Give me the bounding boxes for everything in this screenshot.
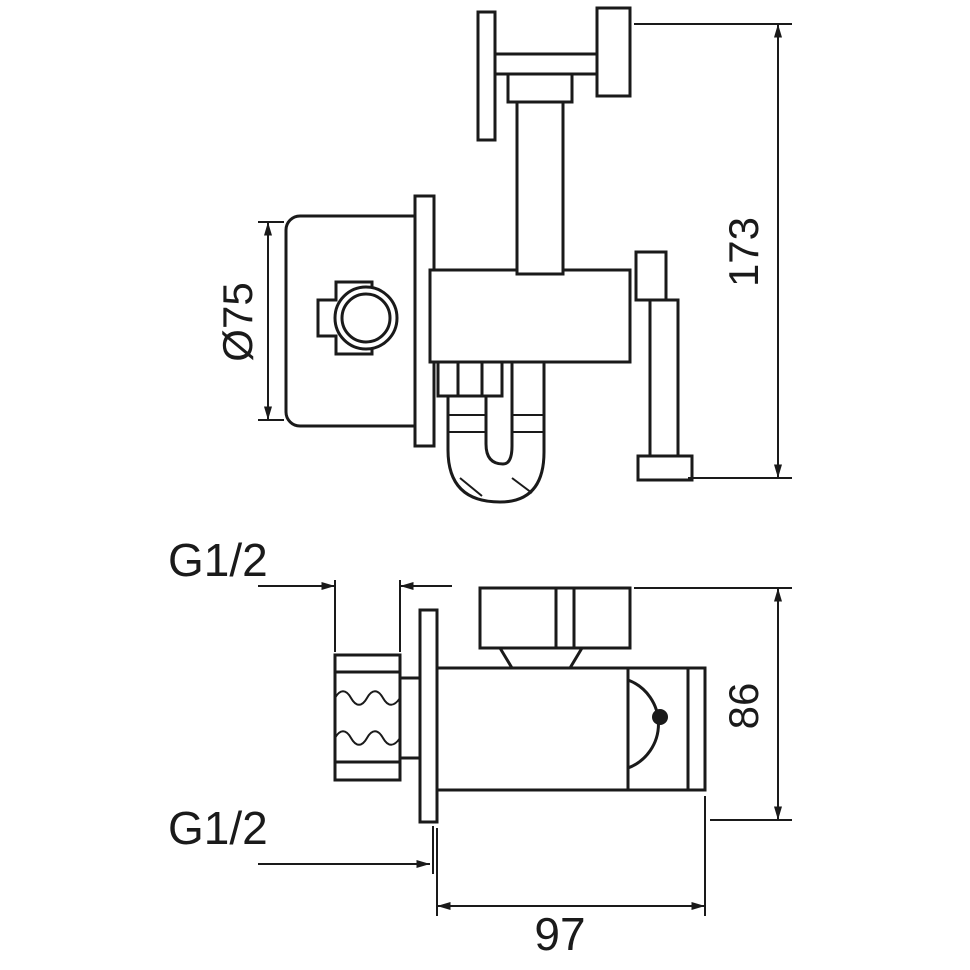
- hose-outer-edge: [446, 362, 546, 504]
- sprayer-crossbar: [493, 52, 601, 76]
- wall-plate-side: [418, 608, 439, 824]
- holder-arm: [648, 298, 680, 458]
- thread-wave: [334, 690, 401, 706]
- nipple-connector: [398, 676, 422, 760]
- side-view: [333, 586, 707, 824]
- valve-body-side: [435, 666, 707, 792]
- side-view-dimensions: 86 97 G1/2 G1/2: [168, 534, 792, 960]
- dimension-label-top-thread: G1/2: [168, 534, 268, 586]
- pivot-dot: [652, 709, 668, 725]
- valve-body-front: [428, 268, 632, 364]
- hose-corrugation: [511, 477, 533, 494]
- hose-inner-edge: [484, 362, 514, 466]
- holder-foot: [636, 454, 694, 482]
- handle-collar: [506, 72, 574, 104]
- dimension-label-body-width: 97: [534, 908, 585, 960]
- sprayer-handle-column: [515, 98, 565, 276]
- hex-nut: [436, 360, 504, 398]
- knob-outer-circle: [333, 285, 399, 351]
- dimension-label-bottom-thread: G1/2: [168, 802, 268, 854]
- holder-neck: [497, 646, 585, 670]
- sprayer-trigger-lever: [476, 10, 497, 142]
- front-view: [284, 6, 694, 504]
- holder-release-lever: [634, 250, 668, 302]
- threaded-nipple: [333, 653, 402, 782]
- dimension-label-plate-diameter: Ø75: [214, 282, 261, 361]
- hose-corrugation: [459, 477, 483, 497]
- knob-inner-circle: [340, 292, 392, 344]
- thread-wave: [334, 730, 401, 746]
- dimension-label-mount-height: 86: [720, 683, 767, 730]
- dimension-label-overall-height: 173: [720, 217, 767, 287]
- front-view-dimensions: 173 Ø75: [214, 23, 792, 479]
- sprayer-head: [595, 6, 632, 98]
